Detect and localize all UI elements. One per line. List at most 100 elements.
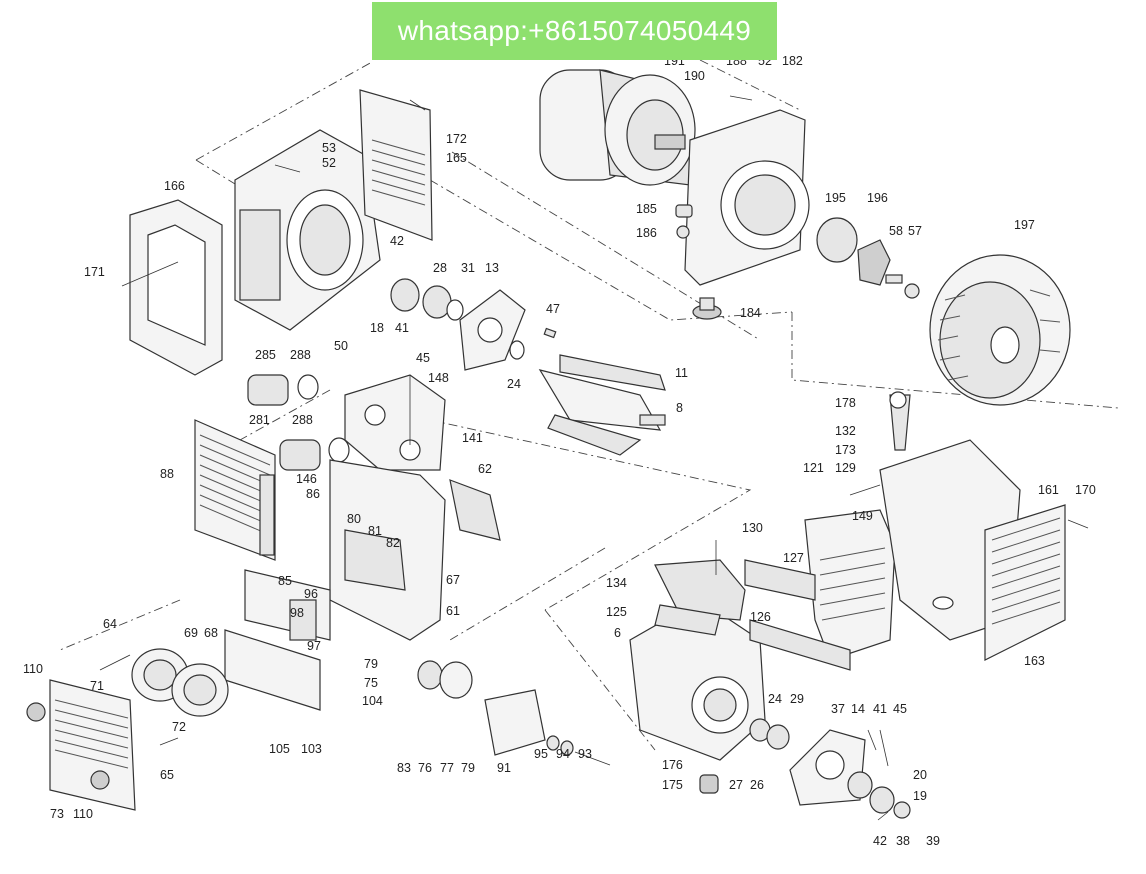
coupling	[816, 217, 920, 299]
label-80: 80	[347, 512, 361, 526]
label-6: 6	[614, 626, 621, 640]
label-125: 125	[606, 605, 627, 619]
label-82: 82	[386, 536, 400, 550]
label-185: 185	[636, 202, 657, 216]
label-288-upper: 288	[290, 348, 311, 362]
fasteners	[99, 95, 1089, 821]
label-24-lower: 24	[768, 692, 782, 706]
label-72: 72	[172, 720, 186, 734]
label-126: 126	[750, 610, 771, 624]
label-129: 129	[835, 461, 856, 475]
label-103: 103	[301, 742, 322, 756]
label-105: 105	[269, 742, 290, 756]
label-281: 281	[249, 413, 270, 427]
label-178: 178	[835, 396, 856, 410]
label-42-upper: 42	[390, 234, 404, 248]
filter-cartridges	[131, 648, 229, 717]
label-64: 64	[103, 617, 117, 631]
pump-body	[629, 559, 766, 761]
mounting-frame	[129, 199, 223, 376]
label-94: 94	[556, 747, 570, 761]
label-176: 176	[662, 758, 683, 772]
label-110-left: 110	[23, 662, 43, 676]
label-69: 69	[184, 626, 198, 640]
label-14: 14	[851, 702, 865, 716]
label-175: 175	[662, 778, 683, 792]
label-196: 196	[867, 191, 888, 205]
label-85: 85	[278, 574, 292, 588]
label-13: 13	[485, 261, 499, 275]
label-77: 77	[440, 761, 454, 775]
label-172: 172	[446, 132, 467, 146]
label-76: 76	[418, 761, 432, 775]
label-75: 75	[364, 676, 378, 690]
label-146: 146	[296, 472, 317, 486]
label-50: 50	[334, 339, 348, 353]
label-24-upper: 24	[507, 377, 521, 391]
label-65: 65	[160, 768, 174, 782]
label-195: 195	[825, 191, 846, 205]
label-19: 19	[913, 789, 927, 803]
label-52: 52	[322, 156, 336, 170]
label-161: 161	[1038, 483, 1059, 497]
label-83: 83	[397, 761, 411, 775]
filter-element	[194, 419, 276, 561]
label-121: 121	[803, 461, 824, 475]
label-41-lower: 41	[873, 702, 887, 716]
end-plate	[699, 718, 911, 819]
label-190: 190	[684, 69, 705, 83]
label-197: 197	[1014, 218, 1035, 232]
label-91: 91	[497, 761, 511, 775]
cooler-tubes	[744, 509, 896, 671]
label-141: 141	[462, 431, 483, 445]
fan-cover	[879, 391, 1021, 641]
label-58: 58	[889, 224, 903, 238]
label-26: 26	[750, 778, 764, 792]
pump-housing	[234, 129, 381, 331]
label-11: 11	[675, 366, 688, 380]
flange-bolts	[675, 204, 722, 320]
rotor-vanes	[509, 327, 666, 456]
motor	[539, 69, 696, 186]
label-110-bottom: 110	[73, 807, 93, 821]
label-47: 47	[546, 302, 560, 316]
label-163: 163	[1024, 654, 1045, 668]
label-98: 98	[290, 606, 304, 620]
label-62: 62	[478, 462, 492, 476]
label-67: 67	[446, 573, 460, 587]
label-96: 96	[304, 587, 318, 601]
label-42-lower: 42	[873, 834, 887, 848]
label-93: 93	[578, 747, 592, 761]
label-171: 171	[84, 265, 105, 279]
label-45-upper: 45	[416, 351, 430, 365]
label-68: 68	[204, 626, 218, 640]
gasket-covers	[224, 569, 331, 711]
label-73: 73	[50, 807, 64, 821]
label-41-upper: 41	[395, 321, 409, 335]
label-149: 149	[852, 509, 873, 523]
label-97: 97	[307, 639, 321, 653]
label-53: 53	[322, 141, 336, 155]
label-79-left: 79	[364, 657, 378, 671]
label-170: 170	[1075, 483, 1096, 497]
label-86: 86	[306, 487, 320, 501]
label-79-center: 79	[461, 761, 475, 775]
label-288-lower: 288	[292, 413, 313, 427]
part-labels: 191 190 188 52 182 172 53 52 165 166 171…	[23, 54, 1096, 848]
label-104: 104	[362, 694, 383, 708]
label-166: 166	[164, 179, 185, 193]
label-165: 165	[446, 151, 467, 165]
fan-impeller	[929, 254, 1071, 406]
bearing-set	[390, 278, 526, 371]
label-81: 81	[368, 524, 382, 538]
label-71: 71	[90, 679, 104, 693]
label-31: 31	[461, 261, 475, 275]
label-45-lower: 45	[893, 702, 907, 716]
oil-filter	[417, 660, 611, 766]
front-grille	[26, 679, 136, 811]
label-130: 130	[742, 521, 763, 535]
valve-block	[329, 459, 501, 641]
label-182: 182	[782, 54, 803, 68]
label-18: 18	[370, 321, 384, 335]
label-28: 28	[433, 261, 447, 275]
